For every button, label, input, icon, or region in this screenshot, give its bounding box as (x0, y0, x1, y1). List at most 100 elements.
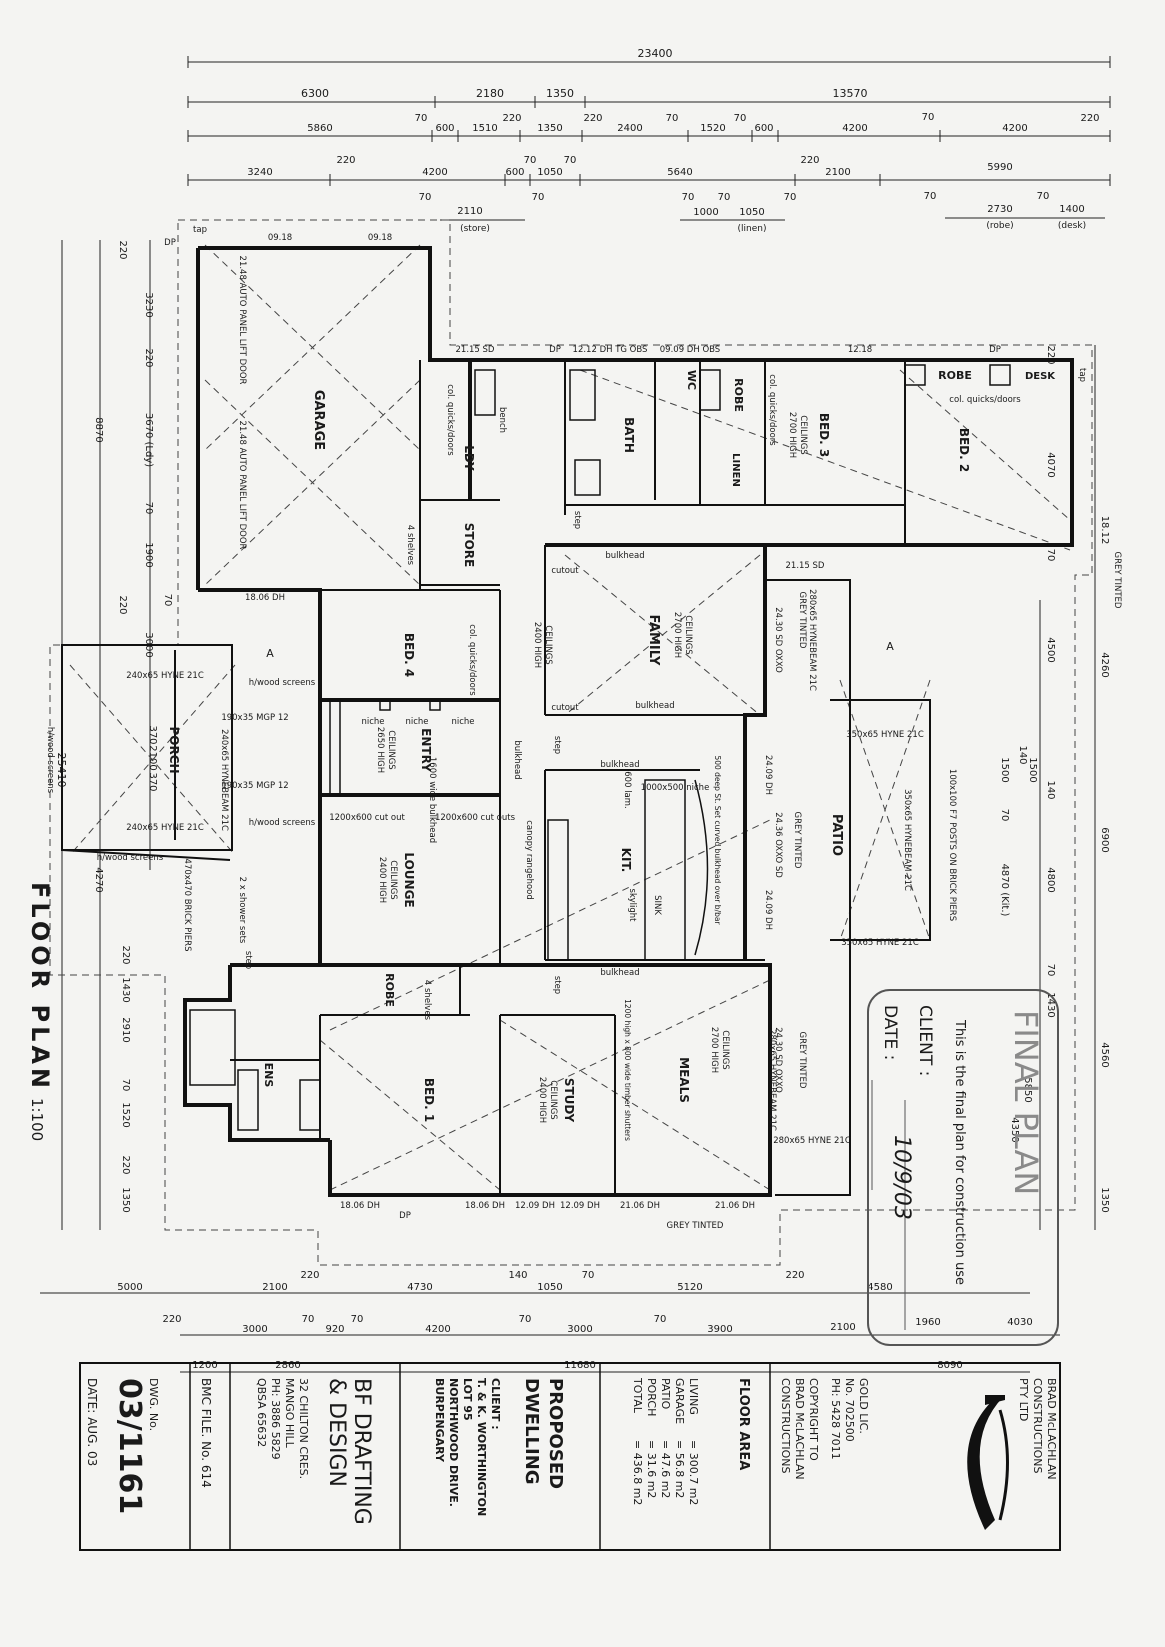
dim-r2: 4200 (1002, 123, 1027, 134)
dim-r2: 4200 (842, 123, 867, 134)
drafter-name: & DESIGN (324, 1378, 349, 1487)
note-ceiling-height: 2700 HIGH (672, 612, 682, 658)
room-robe: ROBE (383, 973, 396, 1007)
dim-r4: 70 (784, 192, 797, 203)
dim-r4: 70 (532, 192, 545, 203)
dim-r2: 600 (435, 123, 454, 134)
note-window: 21.06 DH (715, 1201, 755, 1211)
room-robe: ROBE (732, 378, 745, 412)
note-grey-tinted: GREY TINTED (797, 592, 807, 649)
dim-left1: 1430 (120, 977, 131, 1002)
room-desk: DESK (1025, 371, 1056, 382)
note-ceilings: CEILINGS (388, 860, 398, 899)
note-bulkhead: bulkhead (635, 701, 674, 711)
drafter-address: 32 CHILTON CRES. (297, 1378, 310, 1479)
note-window: 12.18 (848, 345, 872, 355)
room-store: STORE (462, 523, 476, 567)
area-label: GARAGE (673, 1378, 686, 1424)
room-ldy: LDY (462, 445, 476, 471)
note-hyne: 240x65 HYNE 21C (126, 671, 204, 681)
dim-left2: 370 (147, 772, 158, 791)
note-mgp: 190x35 MGP 12 (221, 713, 288, 723)
note-grey-tinted: GREY TINTED (667, 1221, 724, 1231)
area-value: = 47.6 m2 (659, 1440, 672, 1498)
note-canopy: canopy rangehood (524, 820, 534, 900)
client-lot: LOT 95 (461, 1378, 474, 1421)
dim-r2: 1520 (700, 123, 725, 134)
dim-b2: 3000 (242, 1324, 267, 1335)
note-grey-tinted: GREY TINTED (1112, 552, 1122, 609)
top-dimensions: 23400 6300 2180 1350 13570 5860 70 600 1… (187, 47, 1111, 234)
note-window: 09.09 DH OBS (660, 345, 720, 355)
area-label: TOTAL (631, 1377, 644, 1414)
note-laminate: 600 lam. (622, 771, 632, 808)
note-window: 24.09 DH (763, 755, 773, 795)
note-window: 18.06 DH (245, 593, 285, 603)
dim-r3: 5990 (987, 162, 1012, 173)
room-labels: GARAGE LDY STORE BATH WC ROBE LINEN BED.… (167, 369, 1056, 1122)
stamp-final-plan: FINAL PLAN (1007, 1010, 1045, 1195)
note-shelves: 4 shelves (422, 980, 432, 1021)
stamp-date-label: DATE : (880, 1005, 900, 1060)
note-window: 21.15 SD (786, 561, 825, 571)
dim-total: 23400 (638, 47, 673, 60)
dim-r2: 220 (502, 113, 521, 124)
dim-left2: 2100 (147, 745, 158, 770)
dim-b2: 1960 (915, 1317, 940, 1328)
fixtures (189, 364, 1011, 1131)
dim-b1: 4730 (407, 1282, 432, 1293)
room-porch: PORCH (167, 726, 181, 773)
room-patio: PATIO (829, 814, 844, 856)
section-marker: A (886, 640, 894, 653)
dim-r4: 70 (682, 192, 695, 203)
dim-right1: 4560 (1099, 1042, 1110, 1067)
note-niche: niche (361, 717, 384, 727)
note-window: 24.30 SD OXXO (773, 607, 783, 673)
dim-r4: 1400 (1059, 204, 1084, 215)
note-hyne: 240x65 HYNE 21C (126, 823, 204, 833)
note-skylight: skylight (627, 889, 637, 923)
gold-licence: GOLD LIC. (857, 1378, 870, 1434)
note-window: 18.06 DH (465, 1201, 505, 1211)
room-bed1: BED. 1 (422, 1078, 436, 1122)
note-ceiling-height: 2400 HIGH (532, 622, 542, 668)
dim-r4: 70 (924, 191, 937, 202)
dim-r4: 1050 (739, 207, 764, 218)
dim-r3: 600 (505, 167, 524, 178)
dim-r4: 2730 (987, 204, 1012, 215)
dim-r3: 5640 (667, 167, 692, 178)
dim-r3: 220 (336, 155, 355, 166)
note-hwood-screens: h/wood screens (249, 678, 316, 688)
dim-left2: 70 (143, 502, 154, 515)
dim-r2: 1510 (472, 123, 497, 134)
note-ceiling-height: 2400 HIGH (377, 857, 387, 903)
dim-left2: 3230 (143, 292, 154, 317)
note-bulkhead: bulkhead (605, 551, 644, 561)
dim-b2: 4030 (1007, 1317, 1032, 1328)
dim-right1: 4260 (1099, 652, 1110, 677)
dim-left1: 220 (120, 1155, 131, 1174)
dim-b3: 2860 (275, 1360, 300, 1371)
title-block: DATE: AUG. 03 DWG. No. 03/1161 BMC FILE.… (79, 1362, 1061, 1551)
dim-r4: (linen) (738, 224, 767, 234)
dim-r2: 2400 (617, 123, 642, 134)
stamp-client-label: CLIENT : (915, 1005, 935, 1076)
gold-licence: PH: 5428 7011 (829, 1378, 842, 1460)
note-window: 09.18 (268, 233, 292, 243)
area-label: PATIO (659, 1378, 672, 1410)
right-dimensions: 220 4070 70 18.12 4260 6900 4560 1350 45… (999, 345, 1110, 1230)
dim-r3: 1050 (537, 167, 562, 178)
room-kit: KIT. (619, 848, 633, 873)
note-hynebeam: 280x65 HYNEBEAM 21C (807, 589, 817, 691)
dim-r4: (robe) (986, 221, 1013, 231)
dim-right1: 6900 (1099, 827, 1110, 852)
dim-right1: 220 (1045, 345, 1056, 364)
dim-r2: 70 (922, 112, 935, 123)
company-name: CONSTRUCTIONS (1031, 1378, 1044, 1473)
approval-stamp: This is the final plan for construction … (867, 989, 1059, 1346)
note-shutters: 1200 high x 800 wide timber shutters (623, 999, 632, 1141)
dim-right1: 4070 (1045, 452, 1056, 477)
project-title: DWELLING (521, 1378, 542, 1485)
dim-r2: 5860 (307, 123, 332, 134)
